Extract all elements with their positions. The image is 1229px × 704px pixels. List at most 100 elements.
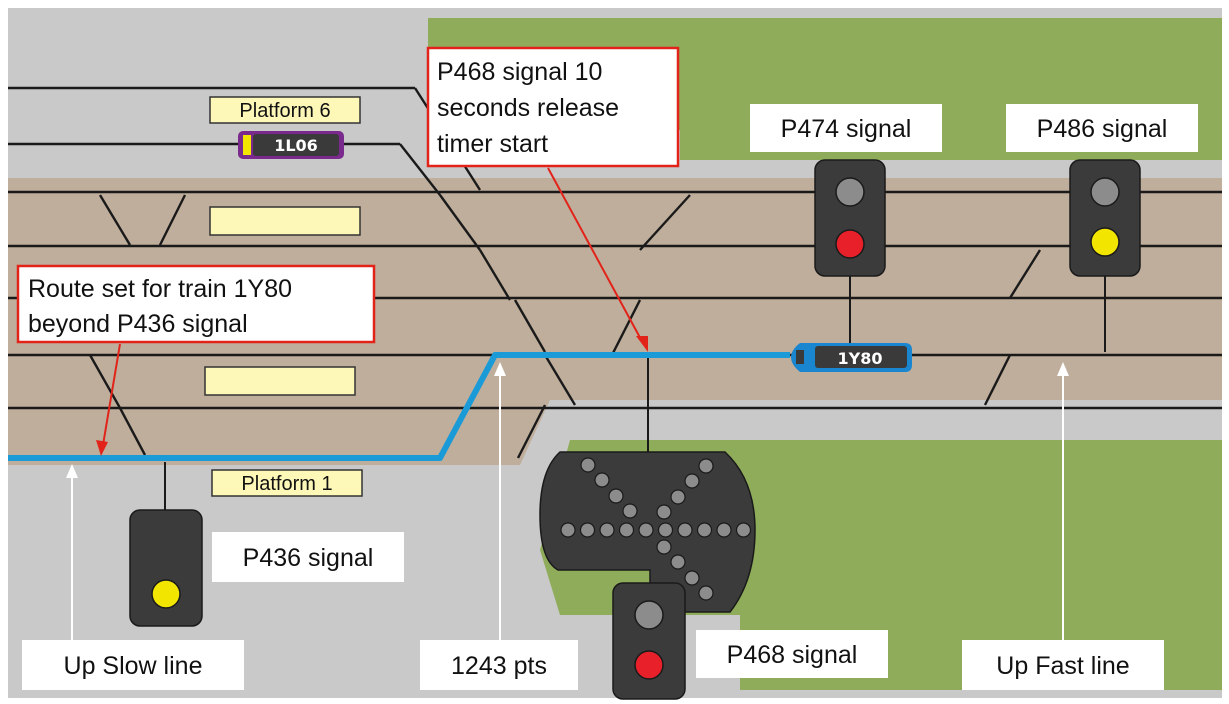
indicator-lamp (716, 522, 732, 538)
timer-callout-line-1: P468 signal 10 (437, 58, 602, 86)
indicator-lamp (735, 522, 752, 538)
crossover (478, 249, 512, 301)
signal-lamp-red (634, 650, 664, 680)
indicator-lamp (656, 539, 672, 555)
p474-label-box (750, 104, 942, 152)
indicator-lamp (622, 503, 638, 519)
p486-signal (1069, 159, 1141, 277)
indicator-lamp (670, 554, 686, 570)
headcode-text: 1Y80 (838, 349, 883, 368)
signal-posts (164, 276, 1106, 510)
p468-label: P468 signal (727, 641, 858, 669)
indicator-lamp (684, 473, 700, 489)
platform-1-label-box (211, 469, 363, 497)
indicator-lamp (698, 458, 714, 474)
crossover (88, 354, 122, 409)
crossover (610, 299, 642, 356)
p468-signal (612, 582, 686, 700)
crossover (513, 299, 547, 353)
up-slow-arrowhead (66, 464, 78, 478)
headcode-1Y80: 1Y80 (791, 343, 912, 372)
up-fast-label-box (962, 640, 1164, 690)
headcode-display (253, 134, 339, 156)
p436-label: P436 signal (243, 544, 374, 572)
indicator-lamp (657, 522, 674, 538)
points-arrowhead (494, 362, 506, 376)
platform-blank-box (209, 206, 361, 236)
signal-head (814, 159, 886, 277)
indicator-lamp (580, 457, 596, 473)
crossover (639, 194, 691, 251)
indicator-lamp (670, 489, 686, 505)
points-label-box (420, 640, 578, 690)
up-slow-label: Up Slow line (64, 652, 203, 680)
timer-callout-pointer (547, 167, 645, 346)
crossover (516, 404, 547, 459)
indicator-lamp (656, 504, 672, 520)
signal-head (1069, 159, 1141, 277)
timer-callout-box (426, 46, 680, 168)
up-fast-label: Up Fast line (996, 652, 1129, 680)
p486-label: P486 signal (1037, 115, 1168, 143)
crossover (439, 194, 481, 251)
up-fast-arrowhead (1057, 362, 1069, 376)
route-callout-line-1: Route set for train 1Y80 (28, 275, 292, 303)
indicator-lamp (599, 522, 615, 538)
signal-lamp-yellow (1090, 227, 1120, 257)
signal-lamp-yellow (151, 579, 181, 609)
route-set-line (8, 352, 790, 461)
indicator-lamp (560, 522, 576, 538)
headcode-text: 1L06 (274, 136, 318, 155)
indicator-dots (560, 457, 752, 601)
timer-callout-line-3: timer start (437, 130, 548, 158)
signal-lamp-off (634, 600, 664, 630)
p486-label-box (1006, 104, 1198, 152)
crossover (158, 194, 187, 246)
signal-head (129, 509, 203, 627)
crossover (983, 354, 1012, 406)
indicator-lamp (638, 522, 654, 538)
up-slow-label-box (22, 640, 244, 690)
signal-lamp-red (835, 229, 865, 259)
indicator-lamp (677, 522, 693, 538)
headcode-marker (243, 135, 251, 155)
platform-1-label: Platform 1 (241, 473, 332, 495)
p474-label: P474 signal (781, 115, 912, 143)
p468-label-box (696, 630, 888, 678)
timer-callout-line-2: seconds release (437, 94, 619, 122)
indicator-lamp (608, 488, 624, 504)
platform-6-label: Platform 6 (239, 100, 330, 122)
indicator-lamp (618, 522, 635, 538)
headcode-1L06: 1L06 (238, 131, 344, 159)
points-label: 1243 pts (451, 652, 547, 680)
p436-label-box (212, 532, 404, 582)
signal-lamp-off (1090, 177, 1120, 207)
crossover (1008, 249, 1042, 299)
track-line (399, 143, 441, 196)
indicator-lamp (579, 522, 596, 538)
indicator-lamp (594, 472, 610, 488)
route-callout-line-2: beyond P436 signal (28, 310, 248, 338)
platform-blank-box (204, 366, 356, 396)
indicator-lamp (696, 522, 713, 538)
indicator-lamp (698, 585, 714, 601)
headcode-display (815, 346, 907, 368)
p436-signal (129, 509, 203, 627)
signal-head (612, 582, 686, 700)
route-callout-pointer (102, 343, 121, 446)
headcode-marker (796, 350, 804, 364)
route-indicator (539, 451, 756, 613)
white-arrows (66, 362, 1069, 640)
route-callout-arrowhead (96, 440, 108, 456)
crossover (543, 354, 577, 406)
timer-callout-arrowhead (636, 336, 648, 352)
p474-signal (814, 159, 886, 277)
platform-6-label-box (209, 96, 361, 124)
crossover (118, 407, 147, 456)
route-callout-box (16, 264, 376, 344)
indicator-lamp (684, 570, 700, 586)
signal-lamp-off (835, 177, 865, 207)
crossover (98, 194, 132, 246)
